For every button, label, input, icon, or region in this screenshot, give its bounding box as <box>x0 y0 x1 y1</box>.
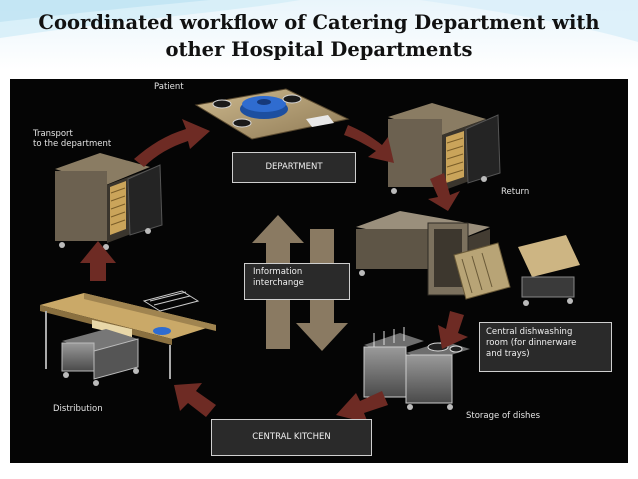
arrow-return-to-dishwasher <box>428 173 460 211</box>
arrow-dishwasher-to-storage <box>438 311 468 349</box>
box-central-kitchen: CENTRAL KITCHEN <box>211 419 372 456</box>
arrow-storage-to-kitchen <box>336 391 388 423</box>
transport-cart-illustration <box>55 153 163 250</box>
workflow-flow-arrows <box>80 119 468 423</box>
label-transport: Transport to the department <box>33 129 112 149</box>
dish-storage-carts-illustration <box>363 327 470 410</box>
header-wave-decoration <box>0 0 638 42</box>
arrow-patient-to-return <box>344 125 394 163</box>
distribution-line-illustration <box>40 290 216 386</box>
arrow-kitchen-to-distribution <box>174 383 216 417</box>
arrow-distribution-to-transport <box>80 241 116 281</box>
workflow-diagram: Patient Transport to the department Retu… <box>10 79 628 463</box>
arrow-transport-to-patient <box>134 119 210 167</box>
dishwasher-illustration <box>356 211 580 306</box>
slide-title-line-1: Coordinated workflow of Catering Departm… <box>38 11 600 34</box>
slide-title-line-2: other Hospital Departments <box>165 38 473 61</box>
return-cart-illustration <box>388 103 501 196</box>
label-distribution: Distribution <box>53 404 103 414</box>
label-patient: Patient <box>154 82 184 92</box>
patient-tray-illustration <box>194 88 350 140</box>
label-return: Return <box>501 187 530 197</box>
box-department: DEPARTMENT <box>232 152 356 183</box>
slide-title: Coordinated workflow of Catering Departm… <box>0 9 638 63</box>
label-storage: Storage of dishes <box>466 411 541 421</box>
box-information-interchange: Information interchange <box>244 263 350 300</box>
box-central-dishwashing: Central dishwashing room (for dinnerware… <box>479 322 612 372</box>
